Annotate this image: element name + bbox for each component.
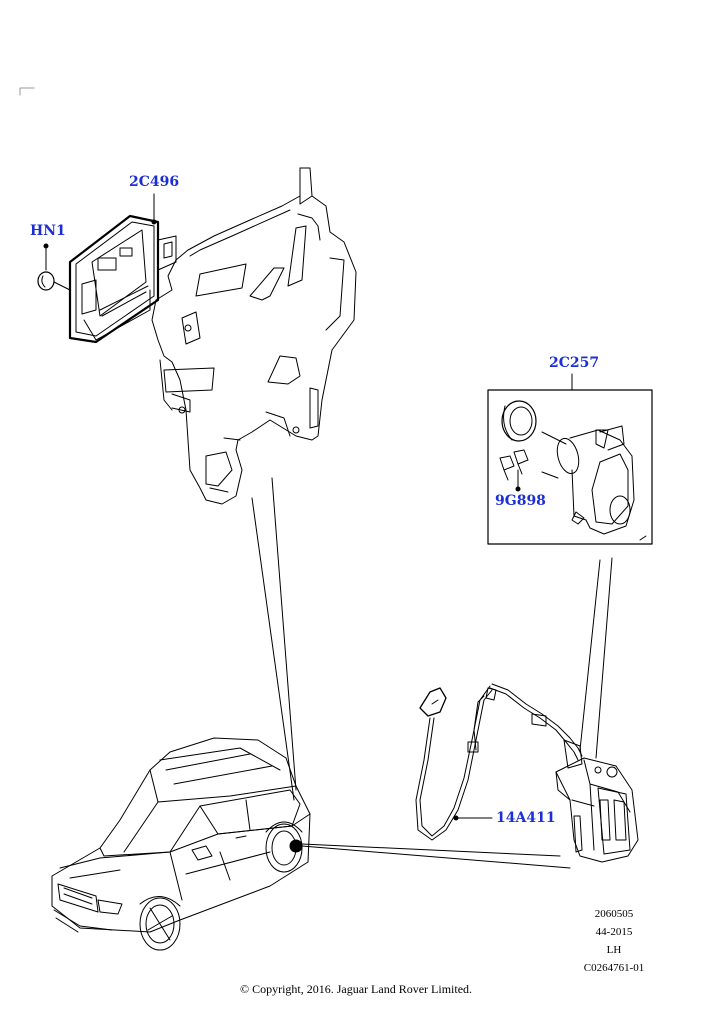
vehicle-drawing <box>51 737 311 951</box>
actuator-kit-drawing <box>487 373 653 545</box>
ref-illustration-id: C0264761-01 <box>583 962 645 974</box>
callout-14a411[interactable]: 14A411 <box>496 810 556 826</box>
copyright-notice: © Copyright, 2016. Jaguar Land Rover Lim… <box>239 982 473 996</box>
mounting-bracket-drawing <box>151 167 357 505</box>
leader-bracket-car-b <box>271 477 297 791</box>
corner-mark <box>19 87 35 96</box>
hn1-nut-drawing <box>37 243 71 291</box>
module-2c496-drawing <box>68 193 177 344</box>
brake-caliper-drawing <box>555 757 639 863</box>
ref-code-1: 2060505 <box>594 908 634 920</box>
leader-bracket-car-a <box>251 497 295 801</box>
leader-wheel-caliper-b <box>301 845 571 869</box>
harness-14a411-drawing <box>415 683 583 841</box>
callout-2c257[interactable]: 2C257 <box>549 355 600 371</box>
ref-side: LH <box>606 944 622 956</box>
leader-box-caliper-a <box>579 559 601 751</box>
ref-date: 44-2015 <box>595 926 633 938</box>
callout-hn1[interactable]: HN1 <box>30 223 66 239</box>
callout-2c496[interactable]: 2C496 <box>129 174 180 190</box>
leader-wheel-caliper-a <box>301 843 561 857</box>
callout-9g898[interactable]: 9G898 <box>495 493 546 509</box>
leader-box-caliper-b <box>595 557 613 759</box>
